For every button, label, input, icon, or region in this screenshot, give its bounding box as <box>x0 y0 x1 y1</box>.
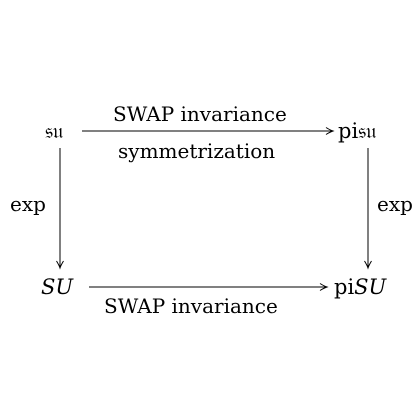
label-symmetrization: symmetrization <box>118 139 276 163</box>
label-left-exp: exp <box>10 192 46 216</box>
node-pi-su-algebra: pi𝔰𝔲 <box>338 119 377 143</box>
label-bottom-swap-invariance: SWAP invariance <box>104 294 278 318</box>
node-pi-su-group: piSU <box>334 275 387 299</box>
node-su-algebra: 𝔰𝔲 <box>45 119 64 143</box>
node-pi-su-group-prefix: pi <box>334 275 355 299</box>
node-pi-su-group-main: SU <box>354 275 387 299</box>
label-top-swap-invariance: SWAP invariance <box>113 102 287 126</box>
node-su-group: SU <box>41 275 74 299</box>
node-pi-su-algebra-prefix: pi <box>338 119 359 143</box>
label-right-exp: exp <box>377 192 413 216</box>
node-pi-su-algebra-main: 𝔰𝔲 <box>358 119 377 143</box>
